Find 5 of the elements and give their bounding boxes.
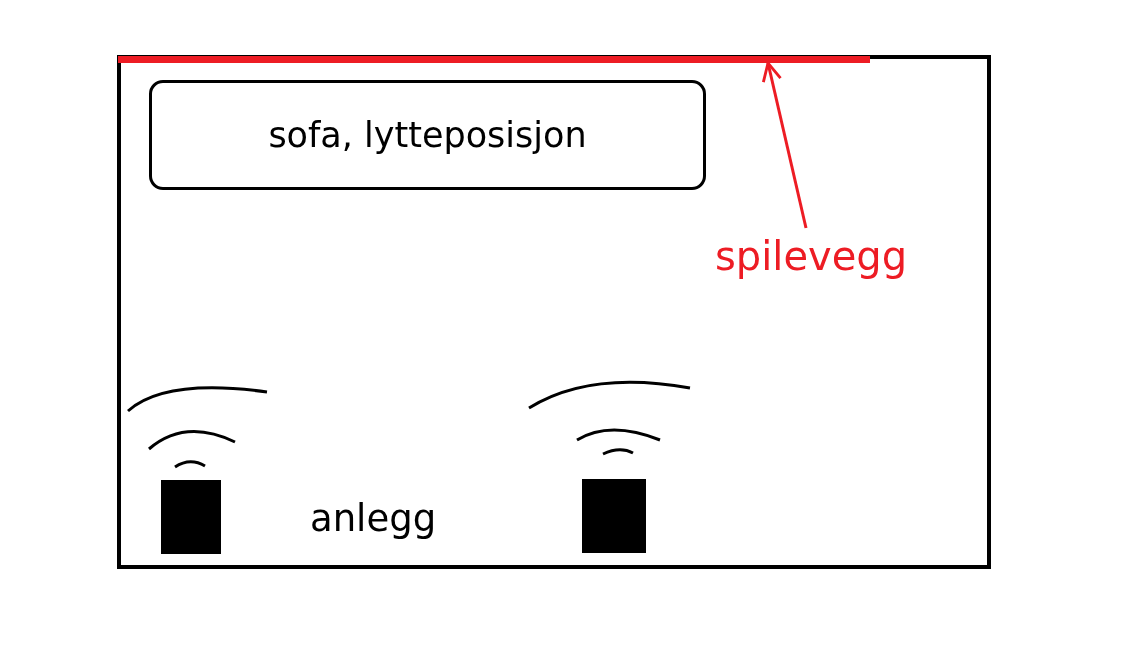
wall-label: spilevegg <box>706 228 916 284</box>
arrow <box>761 61 808 229</box>
system-label: anlegg <box>310 497 437 540</box>
wall-marker <box>118 56 870 63</box>
sofa-box: sofa, lytteposisjon <box>149 80 706 190</box>
